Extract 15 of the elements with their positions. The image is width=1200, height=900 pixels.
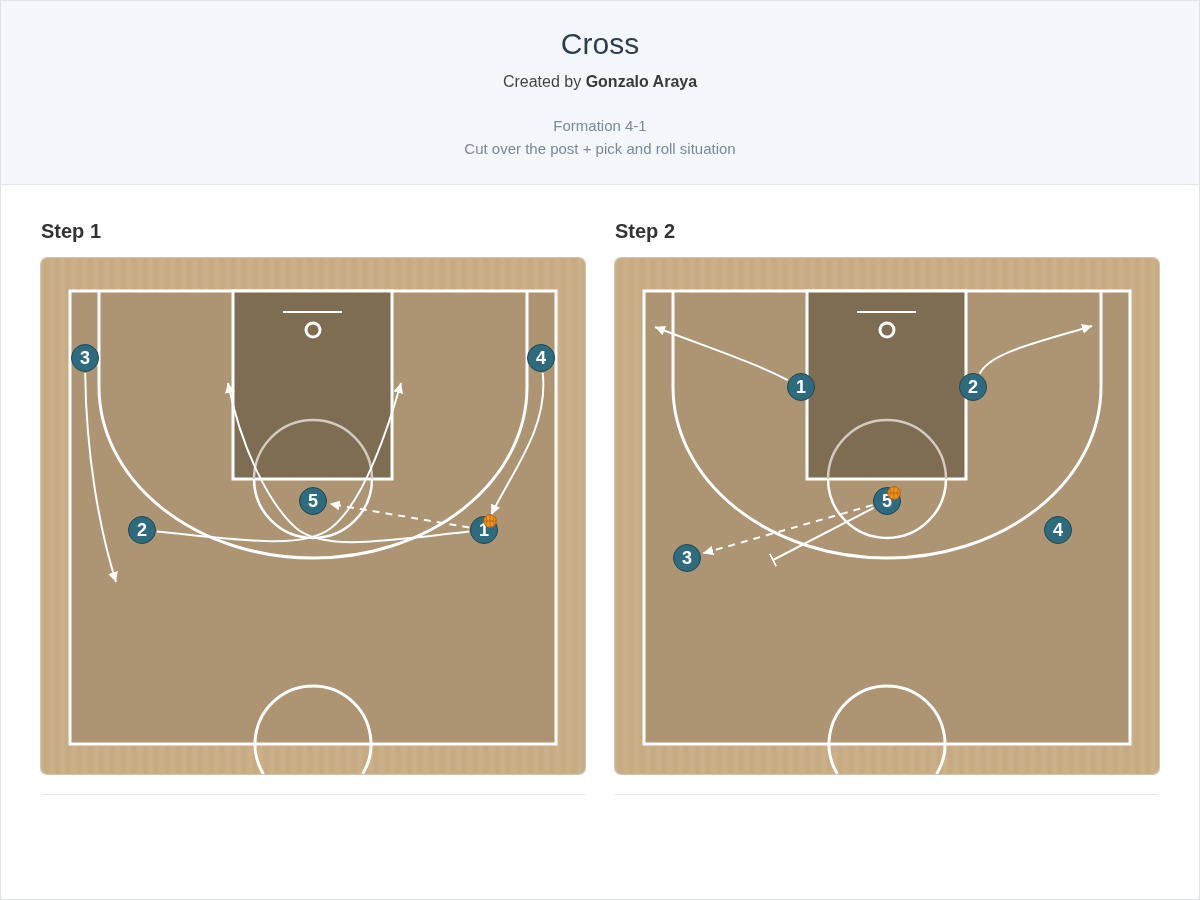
play-description: Formation 4-1 bbox=[553, 116, 647, 136]
arrow bbox=[155, 382, 403, 543]
author-byline: Created by Gonzalo Araya bbox=[502, 72, 698, 92]
dashed-arrow bbox=[702, 504, 874, 556]
title: Cross bbox=[560, 26, 640, 62]
arrow bbox=[84, 372, 118, 583]
step-heading: Step 1 bbox=[41, 219, 102, 244]
step-heading: Step 2 bbox=[615, 219, 676, 244]
screen-line bbox=[768, 506, 875, 567]
arrow bbox=[490, 371, 545, 516]
arrow bbox=[978, 324, 1093, 375]
arrow bbox=[654, 325, 789, 382]
arrow bbox=[225, 382, 471, 544]
dashed-arrow bbox=[328, 500, 471, 529]
play-description: Cut over the post + pick and roll situation bbox=[464, 139, 736, 159]
